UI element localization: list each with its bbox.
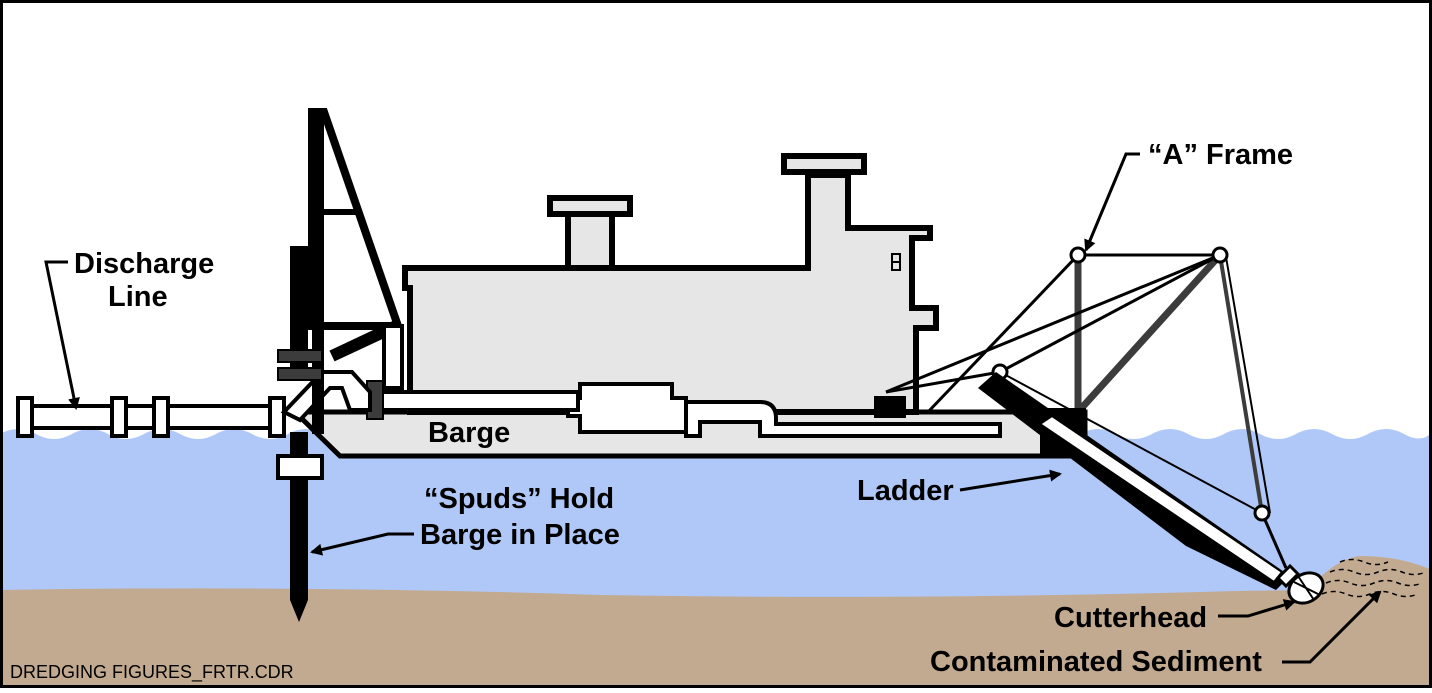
a-frame-leader: [1084, 152, 1140, 252]
ladder-leader: [959, 469, 1062, 492]
label-barge: Barge: [428, 417, 510, 449]
label-spuds: “Spuds” Hold: [424, 483, 614, 515]
winch-box: [874, 396, 906, 418]
label-a-frame: “A” Frame: [1148, 139, 1293, 171]
cabin-window: [891, 253, 901, 271]
label-barge-in-place: Barge in Place: [420, 519, 620, 551]
discharge-line-pipe: [16, 396, 286, 438]
cutterhead-leader: [1218, 599, 1296, 618]
deck-pump: [566, 382, 688, 434]
discharge-line-leader: [44, 260, 80, 410]
spud: [276, 246, 324, 622]
stack-left: [547, 195, 633, 271]
a-frame: [885, 246, 1288, 569]
file-credit: DREDGING FIGURES_FRTR.CDR: [10, 662, 294, 683]
label-contaminated-sediment: Contaminated Sediment: [930, 646, 1262, 678]
stack-right: [781, 153, 867, 175]
label-ladder: Ladder: [857, 475, 954, 507]
contaminated-sediment-mound: [1300, 556, 1432, 610]
water: [0, 429, 1432, 600]
spuds-leader: [310, 532, 414, 556]
label-line: Line: [108, 281, 168, 313]
label-cutterhead: Cutterhead: [1054, 602, 1207, 634]
leader-lines: [44, 152, 1382, 664]
sediment-leader: [1282, 590, 1382, 664]
label-discharge: Discharge: [74, 248, 214, 280]
cutterhead: [1275, 563, 1325, 605]
seabed: [0, 588, 1432, 688]
